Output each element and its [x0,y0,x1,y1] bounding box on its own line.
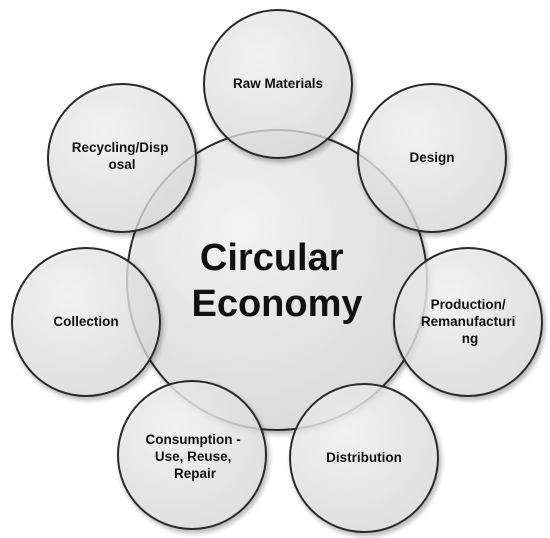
stage-label-line: ng [462,331,479,346]
stage-label-line: Consumption - [146,432,241,447]
stage-distribution: Distribution [289,383,439,533]
stage-label-line: Collection [53,314,118,329]
stage-design: Design [357,83,507,233]
stage-circle [11,247,161,397]
stage-label-line: Repair [174,466,217,481]
stage-consumption: Consumption - Use, Reuse, Repair [117,380,267,530]
stage-label: Design [409,150,454,165]
stage-circle [289,383,439,533]
stage-circle [47,83,197,233]
stage-label-line: Recycling/Disp [72,140,169,155]
stage-label-line: Remanufacturi [421,314,516,329]
stage-label: Production/ Remanufacturi ng [421,297,519,346]
stage-label-line: Use, Reuse, [155,449,232,464]
stage-label: Raw Materials [233,76,323,91]
stage-label-line: Distribution [326,450,402,465]
stage-circle [393,247,543,397]
stage-raw-materials: Raw Materials [203,9,353,159]
stage-label-line: osal [108,157,135,172]
center-title-line-1: Circular [200,237,344,279]
stage-label: Collection [53,314,118,329]
stage-label: Distribution [326,450,402,465]
stage-label-line: Production/ [431,297,506,312]
stage-circle [203,9,353,159]
stage-circle [357,83,507,233]
stage-production-remanufacturing: Production/ Remanufacturi ng [393,247,543,397]
stage-collection: Collection [11,247,161,397]
stage-label: Recycling/Disp osal [72,140,173,172]
center-title-line-2: Economy [191,283,362,325]
center-node: Circular Economy [126,129,428,431]
stage-label: Consumption - Use, Reuse, Repair [146,432,245,481]
stage-label-line: Design [409,150,454,165]
stage-circle [117,380,267,530]
center-title: Circular Economy [191,237,362,325]
stage-recycling-disposal: Recycling/Disp osal [47,83,197,233]
stage-label-line: Raw Materials [233,76,323,91]
